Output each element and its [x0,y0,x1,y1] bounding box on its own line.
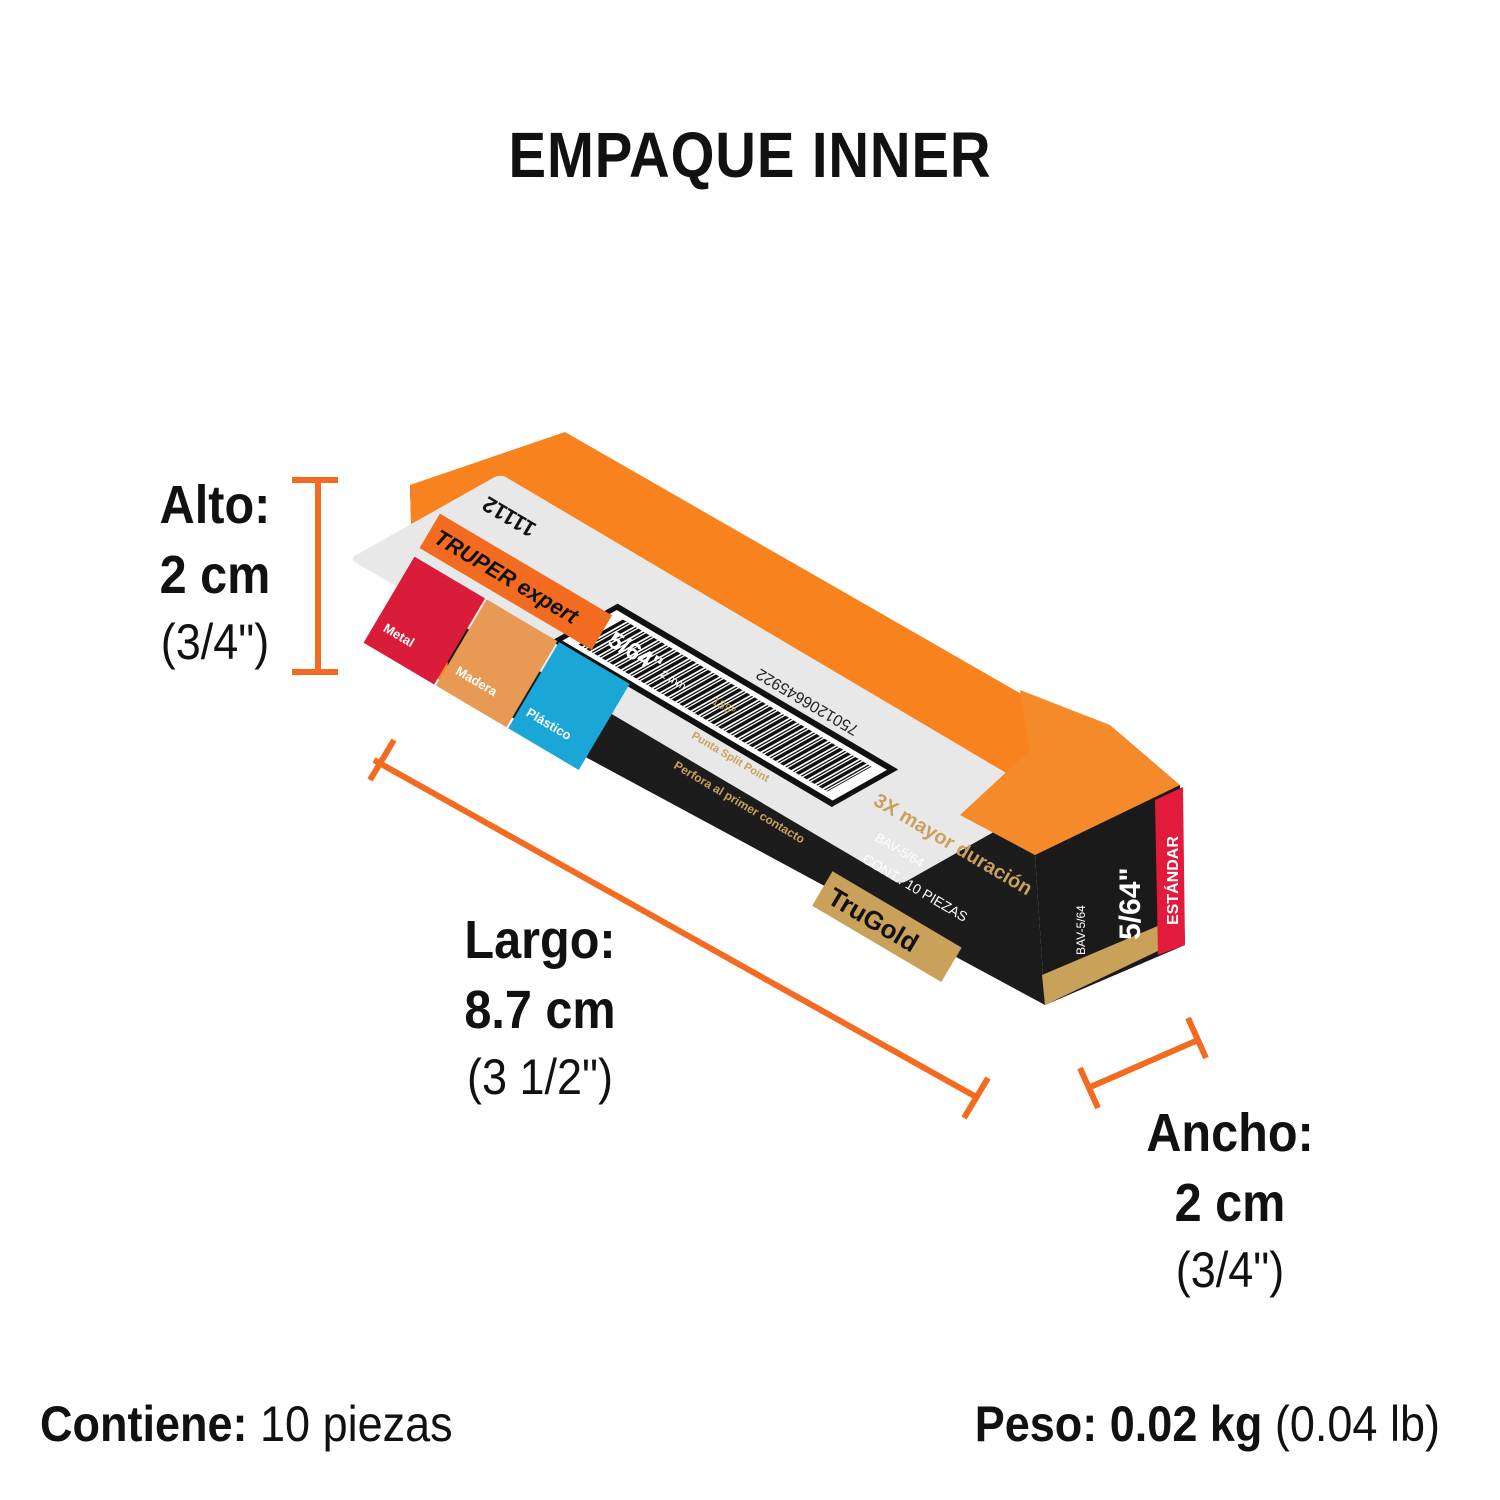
trugold-badge [812,871,962,983]
ancho-dimension-line [1077,1016,1209,1110]
largo-label: Largo: [464,910,616,970]
box-sleeve [960,690,1180,855]
peso-label: Peso: [974,1396,1098,1452]
alto-label: Alto: [159,475,271,535]
ancho-imperial: (3/4") [1175,1242,1285,1299]
material-madera [435,599,558,728]
weight-info: Peso: 0.02 kg (0.04 lb) [975,1395,1440,1453]
largo-label-group: Largo: 8.7 cm (3 1/2") [420,905,660,1110]
contents-info: Contiene: 10 piezas [40,1395,453,1453]
end-gold-strip [1042,925,1160,1005]
end-size: 5/64" [1114,867,1147,940]
material-plastico [508,642,630,770]
ancho-label: Ancho: [1146,1103,1314,1163]
barcode-icon [577,618,872,792]
alto-label-group: Alto: 2 cm (3/4") [115,470,315,675]
largo-value: 8.7 cm [464,980,616,1041]
grade-label: ESTÁNDAR [1163,836,1182,925]
contiene-label: Contiene: [40,1396,248,1452]
largo-dimension-line [367,738,991,1120]
ancho-label-group: Ancho: 2 cm (3/4") [1120,1098,1340,1303]
page-title: EMPAQUE INNER [508,119,992,191]
grade-stripe [1155,787,1185,955]
peso-value: 0.02 kg [1109,1396,1263,1452]
alto-value: 2 cm [159,545,271,606]
contiene-value: 10 piezas [260,1396,453,1452]
material-metal [363,556,486,685]
largo-imperial: (3 1/2") [466,1049,614,1106]
ancho-value: 2 cm [1174,1173,1286,1234]
end-model: BAV-5/64 [1074,905,1088,955]
alto-dimension-line [292,477,338,675]
peso-imperial: (0.04 lb) [1274,1396,1440,1452]
alto-imperial: (3/4") [160,614,270,671]
brand-banner [419,513,613,650]
